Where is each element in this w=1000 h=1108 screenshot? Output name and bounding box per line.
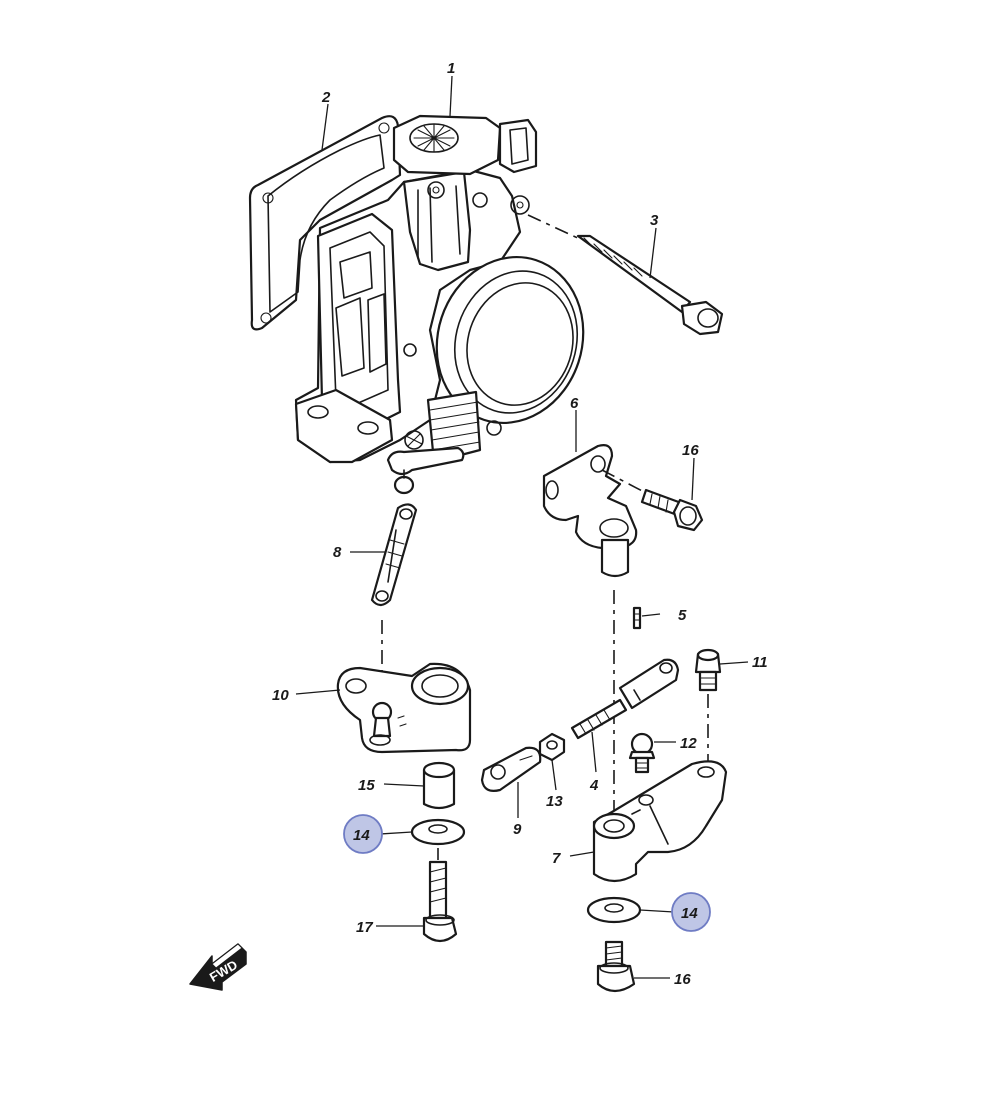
leader-lines: [295, 75, 749, 979]
gasket-part: [248, 115, 402, 331]
callout-7[interactable]: 7: [552, 850, 561, 867]
long-bolt-part: [527, 214, 724, 336]
callout-9[interactable]: 9: [513, 821, 522, 838]
washer-left-part: [410, 818, 466, 846]
callout-13[interactable]: 13: [546, 793, 563, 810]
callout-14-left[interactable]: 14: [353, 827, 370, 844]
callout-2[interactable]: 2: [321, 89, 331, 106]
forward-arrow-icon: FWD: [189, 943, 247, 991]
rod-end-part: [480, 746, 542, 792]
callout-16-upper[interactable]: 16: [682, 442, 699, 459]
link-rod-part: [370, 503, 418, 680]
callout-16-lower[interactable]: 16: [674, 971, 691, 988]
throttle-body-part: [294, 114, 585, 495]
bracket-bolt-part: [601, 469, 704, 532]
callout-6[interactable]: 6: [570, 395, 579, 412]
ball-stud-part: [628, 732, 656, 774]
lever-bolt-part: [596, 940, 636, 993]
lever-arm-part: [592, 760, 728, 883]
throttle-lever-part: [336, 662, 472, 754]
callout-10[interactable]: 10: [272, 687, 289, 704]
pin-part: [632, 606, 642, 630]
bracket-part: [542, 444, 638, 578]
washer-right-part: [586, 896, 642, 924]
callout-12[interactable]: 12: [680, 735, 697, 752]
callout-3[interactable]: 3: [650, 212, 659, 229]
nut-part: [538, 732, 566, 762]
callout-11[interactable]: 11: [752, 654, 768, 671]
callout-8[interactable]: 8: [333, 544, 342, 561]
adjuster-rod-part: [570, 658, 680, 740]
callout-5[interactable]: 5: [678, 607, 687, 624]
highlight-14-right[interactable]: [671, 892, 711, 932]
callout-1[interactable]: 1: [447, 60, 455, 77]
callout-14-right[interactable]: 14: [681, 905, 698, 922]
callout-17[interactable]: 17: [356, 919, 373, 936]
highlight-14-left[interactable]: [343, 814, 383, 854]
screw-part: [694, 648, 722, 768]
callout-labels: 1 2 3 4 5 6 7 8 9 10 11 12 13 14 14 15 1…: [272, 60, 768, 988]
collar-part: [422, 761, 456, 810]
callout-15[interactable]: 15: [358, 777, 375, 794]
callout-4[interactable]: 4: [589, 777, 599, 794]
bolt-17-part: [422, 848, 458, 943]
